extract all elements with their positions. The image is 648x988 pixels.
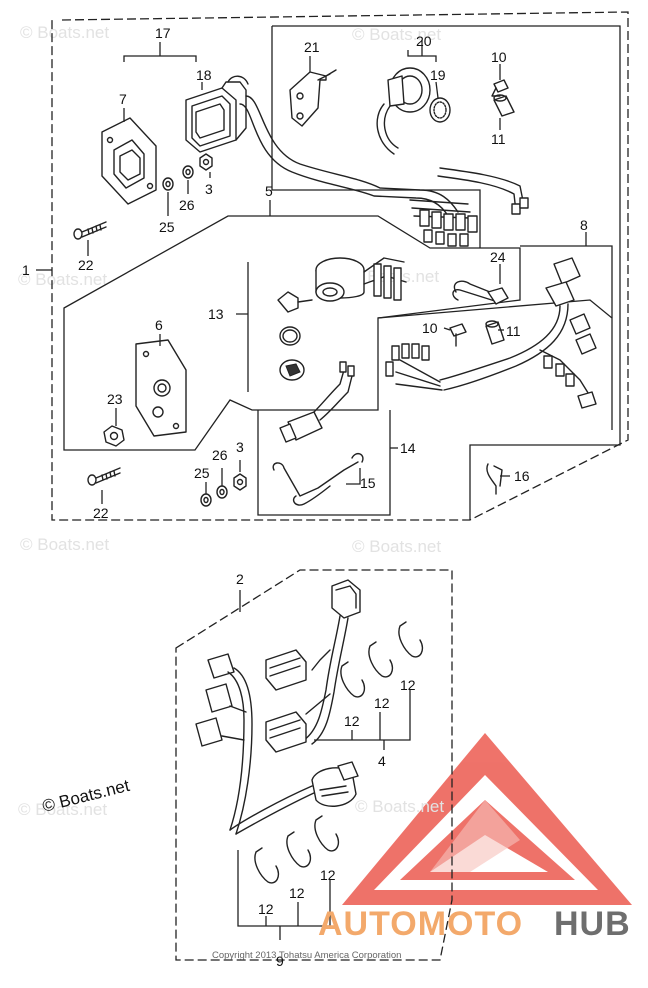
watermark-text: © Boats.net [355, 797, 444, 816]
watermark-text: © Boats.net [20, 535, 109, 554]
part-6-plate [135, 339, 187, 437]
assembly-5-boundary [63, 215, 521, 451]
leader-lines-bottom [237, 590, 411, 940]
callout-7: 7 [119, 91, 127, 107]
part-12-clips [254, 621, 424, 884]
watermark-text: © Boats.net [352, 537, 441, 556]
harness-connector-cluster [409, 199, 478, 247]
callout-12: 12 [320, 867, 336, 883]
part-13-oring [279, 326, 301, 346]
logo-text-automoto: AUTOMOTO [318, 905, 523, 943]
part-19-disc [429, 97, 451, 123]
callout-19: 19 [430, 67, 446, 83]
part-10-fitting [491, 79, 509, 97]
callout-10b: 10 [422, 320, 438, 336]
callout-3b: 3 [236, 439, 244, 455]
callout-labels-top: 17 18 7 3 26 25 22 21 20 19 10 11 5 1 8 … [22, 25, 588, 521]
callout-26b: 26 [212, 447, 228, 463]
callout-1: 1 [22, 262, 30, 278]
part-16-clip [486, 463, 503, 495]
part-14-switch [279, 361, 355, 443]
part-25-washer-lower [200, 493, 212, 507]
callout-25: 25 [159, 219, 175, 235]
callout-26: 26 [179, 197, 195, 213]
callout-12: 12 [258, 901, 274, 917]
callout-12: 12 [400, 677, 416, 693]
part-13-cap [279, 359, 305, 381]
callout-11: 11 [491, 131, 506, 147]
callout-11b: 11 [506, 323, 521, 339]
watermark-text: © Boats.net [18, 800, 107, 819]
callout-13: 13 [208, 306, 224, 322]
footer-copyright: Copyright 2013 Tohatsu America Corporati… [212, 950, 401, 961]
callout-23: 23 [107, 391, 123, 407]
part-21-bracket [289, 69, 337, 127]
callout-3: 3 [205, 181, 213, 197]
watermark-text: © Boats.net [18, 270, 107, 289]
callout-6: 6 [155, 317, 163, 333]
watermarks: © Boats.net © Boats.net © Boats.net © Bo… [18, 23, 444, 819]
part-22-screw [73, 221, 107, 240]
callout-17: 17 [155, 25, 171, 41]
callout-5: 5 [265, 183, 273, 199]
callout-12: 12 [374, 695, 390, 711]
part-8-harness [385, 257, 597, 409]
part-3-nut [199, 153, 213, 171]
callout-25b: 25 [194, 465, 210, 481]
part-7-plate [101, 117, 157, 205]
callout-10: 10 [491, 49, 507, 65]
part-2-harness [195, 579, 361, 835]
automotohub-logo-triangle [342, 733, 632, 905]
part-22-screw-lower [87, 467, 121, 486]
assembly-2-boundary [175, 569, 453, 961]
logo-text-hub: HUB [554, 905, 631, 943]
leader-lines-top [36, 40, 613, 504]
callout-22: 22 [78, 257, 94, 273]
callout-16: 16 [514, 468, 530, 484]
part-26-washer-lower [216, 485, 228, 499]
callout-22b: 22 [93, 505, 109, 521]
callout-12: 12 [289, 885, 305, 901]
part-26-washer [182, 165, 194, 179]
part-25-washer [162, 177, 174, 191]
callout-21: 21 [304, 39, 320, 55]
part-15-lanyard [272, 452, 364, 506]
part-3-nut-lower [233, 473, 247, 491]
part-10-fitting-mid [449, 323, 467, 347]
part-18-switch [185, 75, 249, 153]
automotohub-logo-text: AUTOMOTO HUB [318, 905, 631, 943]
callout-9: 9 [276, 953, 284, 969]
callout-labels-bottom: 2 12 12 12 4 12 12 12 9 [236, 571, 416, 969]
watermark-text: © Boats.net [20, 23, 109, 42]
part-20-buzzer [376, 67, 431, 155]
part-13-key-switch [315, 257, 407, 302]
watermark-text: © Boats.net [352, 25, 441, 44]
callout-12: 12 [344, 713, 360, 729]
callout-18: 18 [196, 67, 212, 83]
part-11-sleeve-mid [485, 320, 505, 345]
part-13-key [277, 291, 313, 313]
harness-region [272, 25, 621, 520]
assembly-1-boundary [51, 11, 629, 521]
part-23-nut [103, 425, 125, 447]
callout-8: 8 [580, 217, 588, 233]
part-11-sleeve [493, 94, 515, 117]
callout-4: 4 [378, 753, 386, 769]
callout-14: 14 [400, 440, 416, 456]
callout-2: 2 [236, 571, 244, 587]
callout-24: 24 [490, 249, 506, 265]
callout-20: 20 [416, 33, 432, 49]
callout-15: 15 [360, 475, 376, 491]
part-24-clip [452, 280, 509, 305]
